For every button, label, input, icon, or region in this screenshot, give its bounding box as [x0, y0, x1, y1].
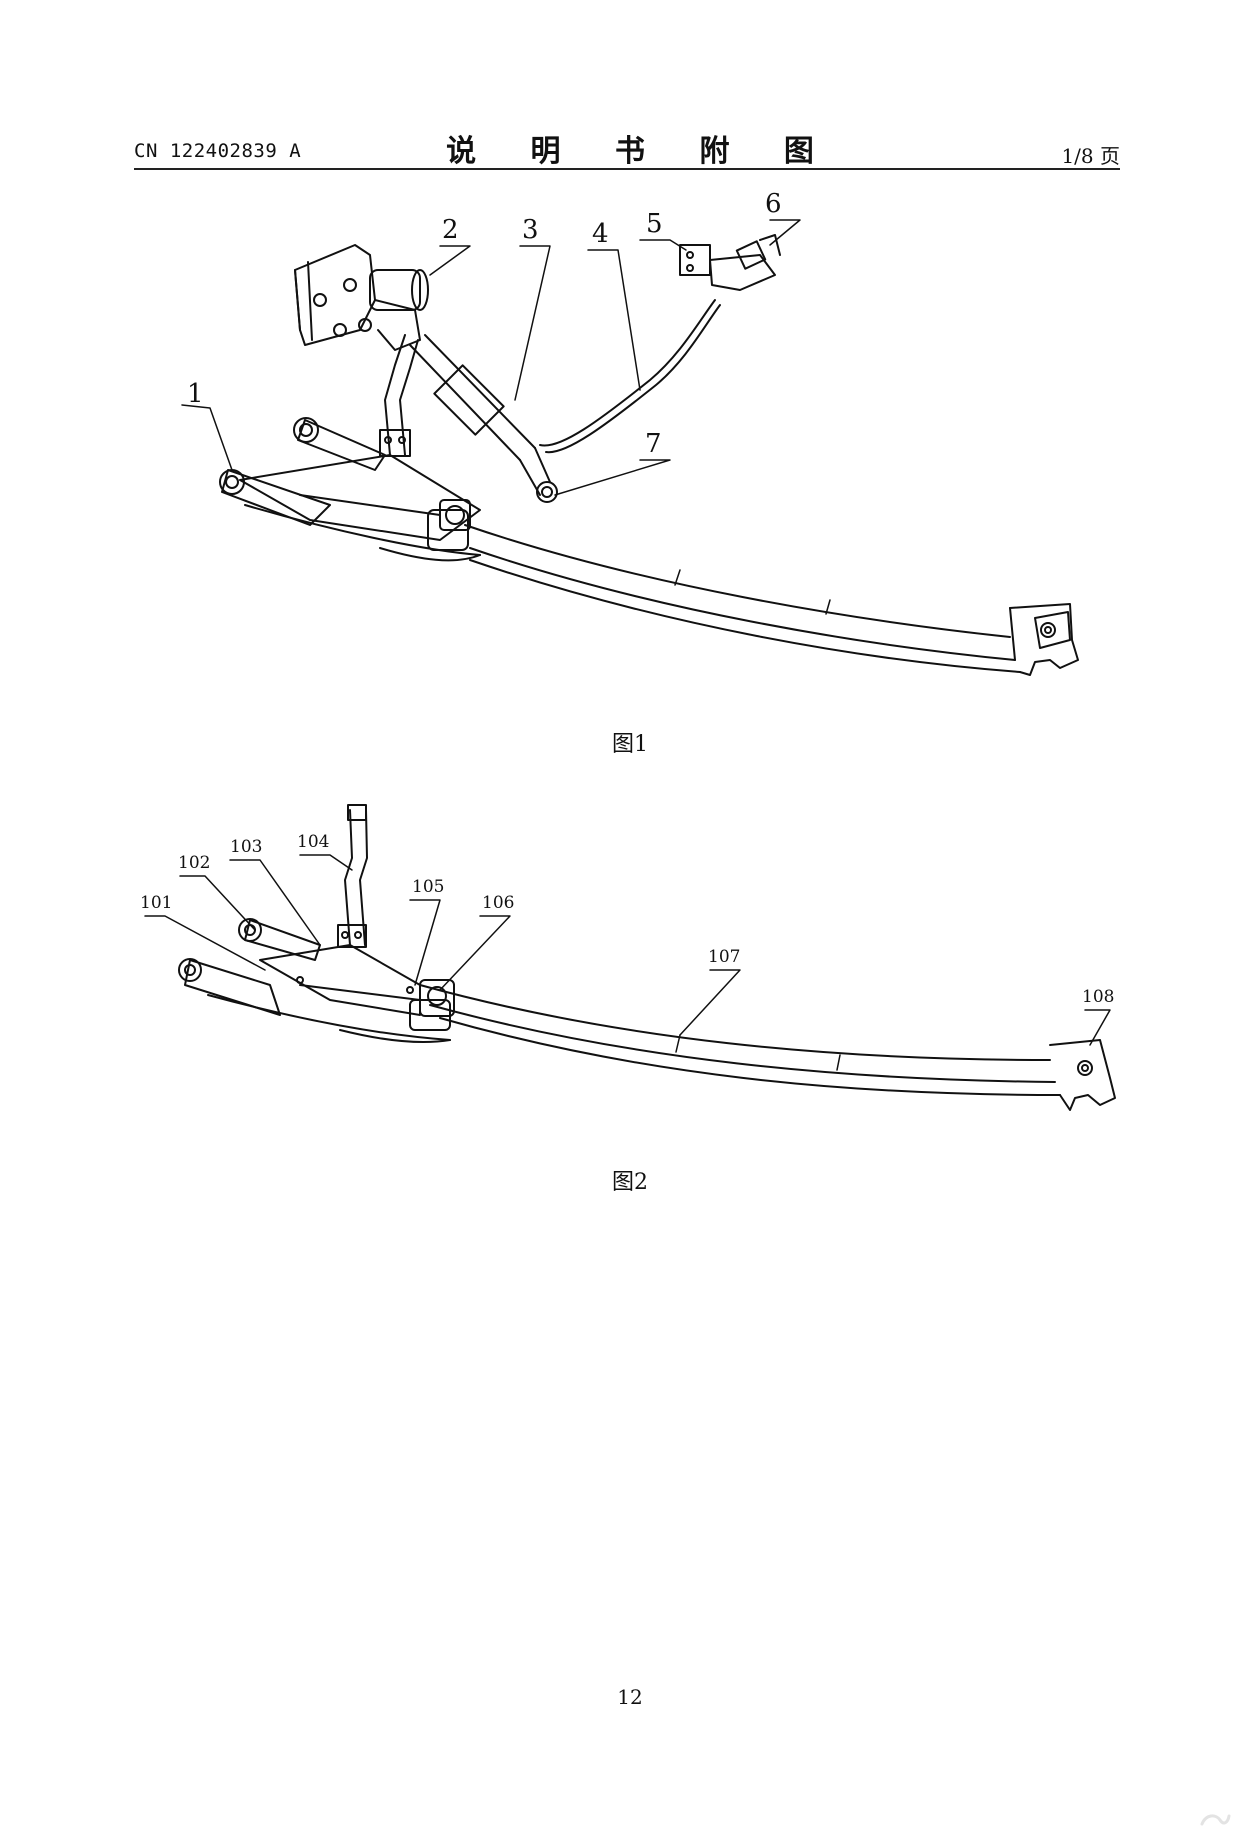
page-indicator: 1/8 页	[1061, 144, 1120, 168]
page-number: 12	[617, 1685, 643, 1709]
watermark-icon	[1200, 1814, 1231, 1826]
fig1-label-6: 6	[765, 189, 782, 219]
fig2-label-106: 106	[482, 893, 514, 913]
fig2-label-107: 107	[708, 947, 740, 967]
fig1-label-2: 2	[442, 215, 459, 245]
figure-2-caption: 图2	[612, 1170, 648, 1195]
figure-1-labels: 1 2 3 4 5 6 7	[187, 189, 782, 459]
fig1-label-3: 3	[522, 215, 539, 245]
fig1-label-4: 4	[592, 219, 609, 249]
figure-2-drawing	[144, 804, 1116, 1111]
page-title: 说 明 书 附 图	[446, 134, 836, 169]
fig2-label-105: 105	[412, 877, 444, 897]
figure-1-drawing	[181, 219, 1079, 676]
fig2-label-104: 104	[297, 832, 329, 852]
fig1-label-1: 1	[187, 379, 204, 409]
fig2-label-102: 102	[178, 853, 210, 873]
fig2-label-108: 108	[1082, 987, 1114, 1007]
header-divider	[134, 168, 1120, 170]
fig1-label-7: 7	[645, 429, 662, 459]
document-number: CN 122402839 A	[134, 140, 302, 162]
figure-2-labels: 101 102 103 104 105 106 107 108	[140, 832, 1114, 1007]
figure-1-caption: 图1	[612, 732, 648, 757]
fig2-label-101: 101	[140, 893, 172, 913]
fig1-label-5: 5	[646, 209, 663, 239]
fig2-label-103: 103	[230, 837, 262, 857]
